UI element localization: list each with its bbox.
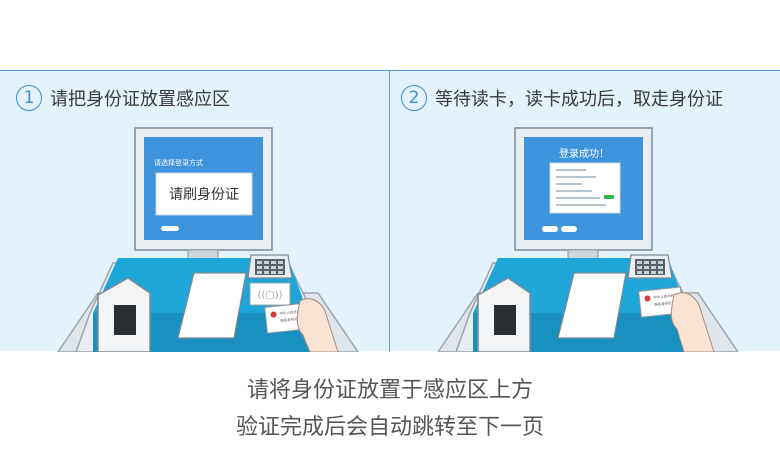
card-sensor	[249, 282, 291, 306]
card-line1: 中华人民共和国	[279, 308, 304, 316]
step-1-text: 请把身份证放置感应区	[50, 89, 230, 110]
screen-caption: 请选择登录方式	[154, 158, 203, 167]
hand	[670, 292, 715, 352]
screen-main-box	[155, 172, 253, 216]
screen-main-text: 请刷身份证	[169, 187, 239, 203]
step-2-illustration: 登录成功！	[418, 123, 748, 352]
panel-divider	[389, 71, 390, 352]
screen-caption: 登录成功！	[559, 147, 609, 160]
screen-button	[542, 226, 558, 232]
screen-button	[561, 226, 577, 232]
step-2-header: 2 等待读卡，读卡成功后，取走身份证	[401, 85, 723, 111]
card-line2: 居民身份证	[280, 316, 298, 323]
step-1-illustration: 请选择登录方式 请刷身份证 ((▢))	[38, 123, 368, 352]
step-2-number: 2	[401, 85, 427, 111]
reader-slot	[114, 305, 136, 335]
card-line2: 居民身份证	[654, 300, 672, 307]
step-1-header: 1 请把身份证放置感应区	[16, 85, 230, 111]
step-1-number: 1	[16, 85, 42, 111]
screen-button	[161, 226, 179, 231]
instruction-panel: 1 请把身份证放置感应区 请选择登录方式 请刷身份证	[0, 70, 780, 352]
instruction-line-2: 验证完成后会自动跳转至下一页	[235, 415, 544, 440]
step-2-text: 等待读卡，读卡成功后，取走身份证	[435, 89, 723, 110]
hand	[296, 298, 339, 352]
svg-text:((▢)): ((▢))	[257, 290, 282, 301]
instruction-line-1: 请将身份证放置于感应区上方	[246, 378, 533, 403]
paper	[557, 272, 627, 339]
paper	[177, 272, 247, 339]
card-line1: 中华人民共和国	[653, 292, 678, 300]
